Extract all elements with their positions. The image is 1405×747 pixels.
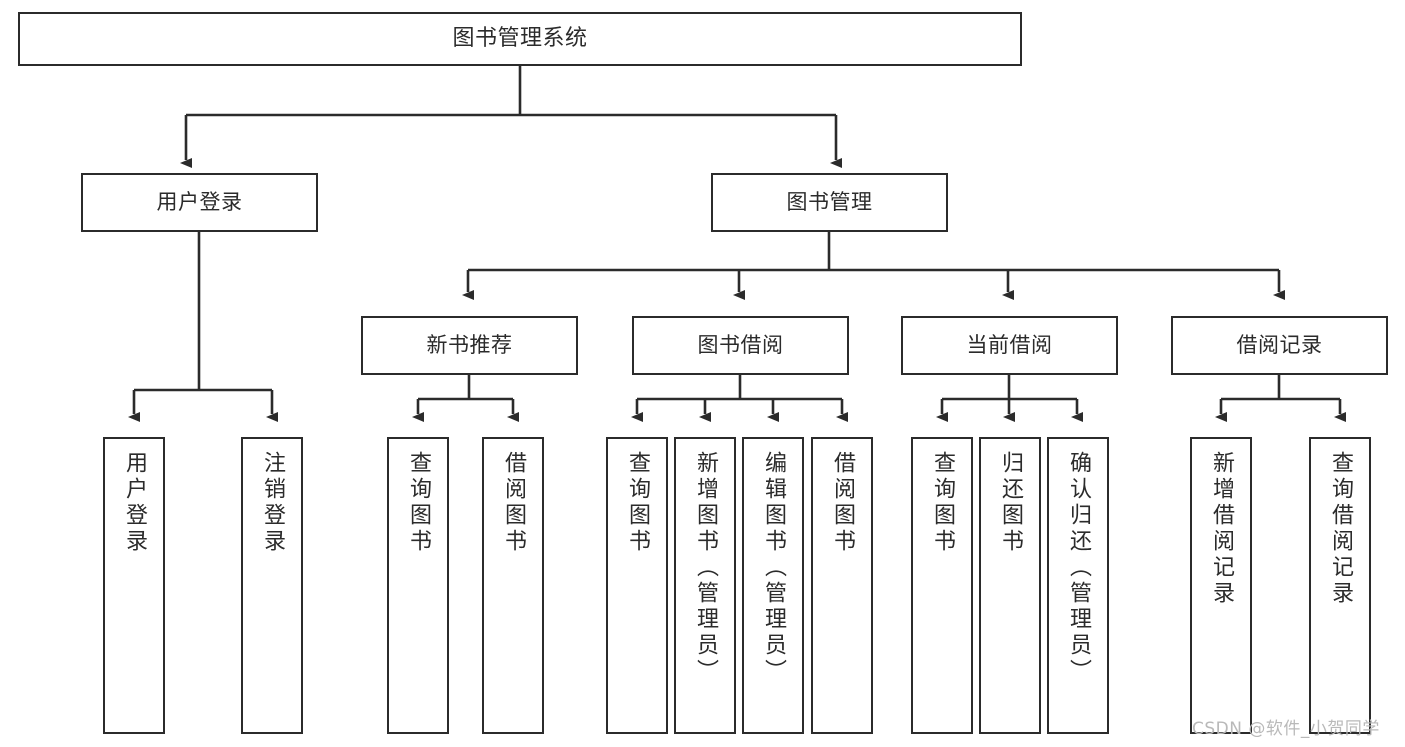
node-leaf-query-borrow-record[interactable]: 查询借阅记录 (1309, 437, 1371, 734)
node-book-borrow[interactable]: 图书借阅 (632, 316, 849, 375)
node-leaf-query-book-borrow[interactable]: 查询图书 (606, 437, 668, 734)
node-label: 借阅图书 (501, 451, 526, 555)
node-borrow-record[interactable]: 借阅记录 (1171, 316, 1388, 375)
node-label: 查询图书 (406, 451, 431, 555)
node-leaf-borrow-book-recommend[interactable]: 借阅图书 (482, 437, 544, 734)
node-label: 用户登录 (156, 190, 243, 215)
node-leaf-add-book-admin[interactable]: 新增图书（管理员） (674, 437, 736, 734)
node-label: 查询图书 (930, 451, 955, 555)
node-label: 图书借阅 (697, 333, 784, 358)
node-leaf-confirm-return-admin[interactable]: 确认归还（管理员） (1047, 437, 1109, 734)
node-root-book-management-system[interactable]: 图书管理系统 (18, 12, 1022, 66)
node-leaf-add-borrow-record[interactable]: 新增借阅记录 (1190, 437, 1252, 734)
node-label: 查询图书 (625, 451, 650, 555)
node-label: 查询借阅记录 (1328, 451, 1353, 607)
node-current-borrow[interactable]: 当前借阅 (901, 316, 1118, 375)
node-label: 新书推荐 (426, 333, 513, 358)
node-book-management[interactable]: 图书管理 (711, 173, 948, 232)
node-label: 确认归还（管理员） (1066, 451, 1091, 685)
node-label: 图书管理系统 (452, 26, 588, 52)
node-user-login[interactable]: 用户登录 (81, 173, 318, 232)
node-leaf-query-book-current[interactable]: 查询图书 (911, 437, 973, 734)
csdn-watermark: CSDN @软件_小贺同学 (1192, 719, 1380, 739)
node-new-book-recommend[interactable]: 新书推荐 (361, 316, 578, 375)
node-leaf-return-book[interactable]: 归还图书 (979, 437, 1041, 734)
node-label: 新增借阅记录 (1209, 451, 1234, 607)
node-leaf-logout[interactable]: 注销登录 (241, 437, 303, 734)
node-label: 编辑图书（管理员） (761, 451, 786, 685)
node-label: 用户登录 (122, 451, 147, 555)
node-label: 图书管理 (786, 190, 873, 215)
node-label: 当前借阅 (966, 333, 1053, 358)
node-leaf-user-login[interactable]: 用户登录 (103, 437, 165, 734)
node-leaf-edit-book-admin[interactable]: 编辑图书（管理员） (742, 437, 804, 734)
node-label: 归还图书 (998, 451, 1023, 555)
node-label: 借阅图书 (830, 451, 855, 555)
node-label: 新增图书（管理员） (693, 451, 718, 685)
node-label: 注销登录 (260, 451, 285, 555)
node-leaf-query-book-recommend[interactable]: 查询图书 (387, 437, 449, 734)
node-leaf-borrow-book[interactable]: 借阅图书 (811, 437, 873, 734)
node-label: 借阅记录 (1236, 333, 1323, 358)
